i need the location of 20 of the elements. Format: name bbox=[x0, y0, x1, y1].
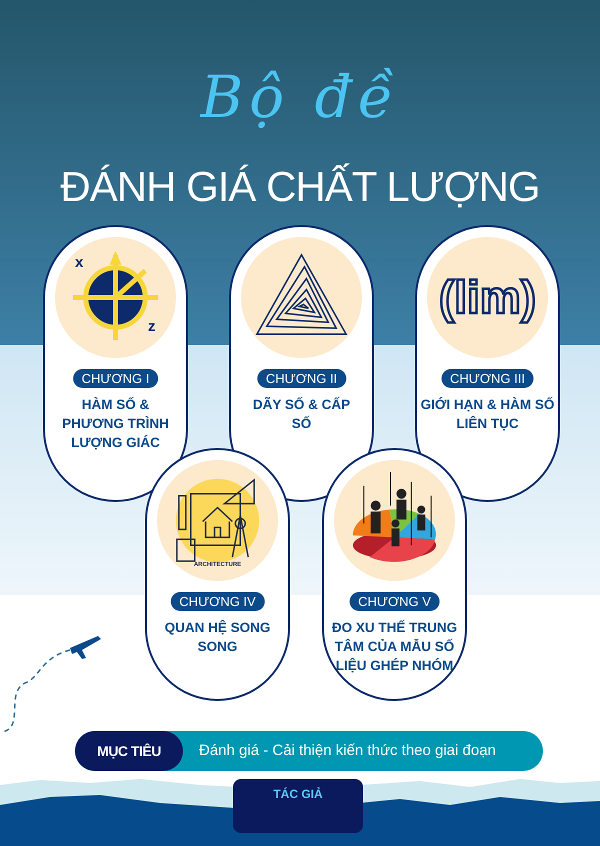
script-heading: Bộ đề bbox=[198, 62, 400, 132]
chapter-title: HÀM SỐ & PHƯƠNG TRÌNH LƯỢNG GIÁC bbox=[61, 396, 170, 452]
chapter-title: ĐO XU THẾ TRUNG TÂM CỦA MẪU SỐ LIỆU GHÉP NHÓM bbox=[330, 618, 458, 675]
chapter-title: DÃY SỐ & CẤP SỐ bbox=[252, 396, 352, 433]
goal-tag: MỤC TIÊU bbox=[75, 731, 183, 771]
limit-symbol: (lim) bbox=[438, 272, 538, 322]
chapter-badge: CHƯƠNG IV bbox=[170, 592, 265, 611]
author-box bbox=[233, 779, 363, 833]
axis-letter: x bbox=[75, 255, 84, 271]
chapter-badge: CHƯƠNG V bbox=[349, 592, 440, 611]
chapter-badge: CHƯƠNG III bbox=[441, 369, 534, 388]
goal-banner bbox=[75, 731, 543, 771]
chapter-badge: CHƯƠNG II bbox=[256, 369, 346, 388]
main-title: ĐÁNH GIÁ CHẤT LƯỢNG bbox=[59, 162, 541, 212]
chapter-title: QUAN HỆ SONG SONG bbox=[164, 618, 272, 656]
goal-text: Đánh giá - Cải thiện kiến thức theo giai đoạn bbox=[199, 741, 496, 761]
chapter-badge: CHƯƠNG I bbox=[72, 369, 158, 388]
axis-letter: z bbox=[148, 319, 156, 335]
chapter-title: GIỚI HẠN & HÀM SỐ LIÊN TỤC bbox=[420, 396, 556, 433]
author-label: TÁC GIẢ bbox=[272, 787, 324, 801]
